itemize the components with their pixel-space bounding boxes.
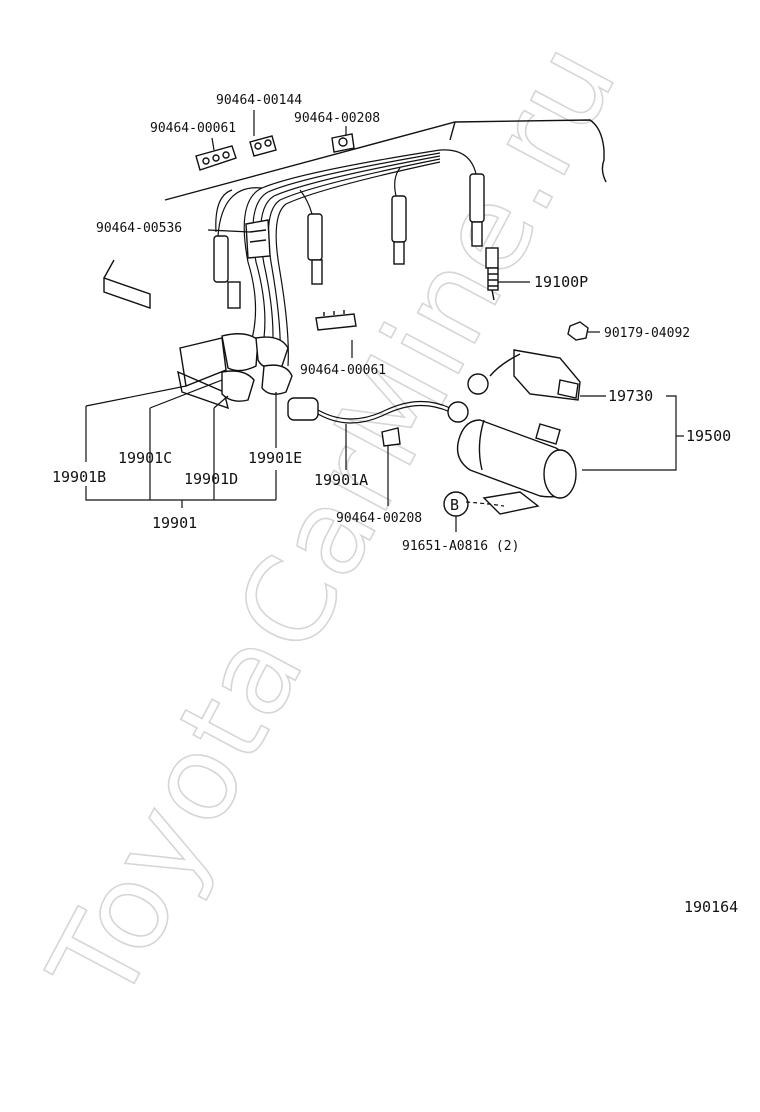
label-19500: 19500 (686, 427, 731, 445)
ignition-coil-icon (456, 419, 577, 515)
figure-number: 190164 (684, 898, 738, 916)
label-19901a: 19901A (314, 471, 368, 489)
label-19901: 19901 (152, 514, 197, 532)
label-90464-00061-top: 90464-00061 (150, 121, 236, 136)
label-19901b: 19901B (52, 468, 106, 486)
engine-block-fragment (103, 259, 151, 309)
label-19100p: 19100P (534, 273, 588, 291)
label-90464-00208-bottom: 90464-00208 (336, 511, 422, 526)
clamp-00208-bottom-icon (381, 427, 401, 447)
clamp-00208-top-icon (331, 133, 355, 153)
bolt-ref-letter: B (450, 496, 459, 514)
label-19901c: 19901C (118, 449, 172, 467)
clamp-00536-icon (245, 219, 271, 259)
leader-lines (85, 110, 684, 532)
label-19901d: 19901D (184, 470, 238, 488)
spark-plug-icon (485, 247, 499, 301)
bolt-ref-circle (443, 491, 469, 517)
engine-head-outline (164, 119, 607, 201)
label-91651-a0816: 91651-A0816 (2) (402, 539, 519, 554)
nut-icon (567, 321, 589, 341)
cord-19901a (287, 397, 469, 424)
label-19730: 19730 (608, 387, 653, 405)
clamp-00144-icon (249, 135, 277, 157)
distributor-boots (177, 333, 293, 410)
label-90464-00208-top: 90464-00208 (294, 111, 380, 126)
igniter-icon (467, 349, 581, 401)
watermark-text: ToyotaCarMine.ru (22, 20, 643, 1024)
label-19901e: 19901E (248, 449, 302, 467)
label-90464-00144: 90464-00144 (216, 93, 302, 108)
clamp-00061-mid-icon (315, 310, 357, 331)
clamp-00061-icon (195, 145, 237, 171)
label-90464-00536: 90464-00536 (96, 221, 182, 236)
label-90179-04092: 90179-04092 (604, 326, 690, 341)
high-tension-cords (215, 149, 477, 367)
plug-boots (213, 173, 485, 309)
label-90464-00061-mid: 90464-00061 (300, 363, 386, 378)
